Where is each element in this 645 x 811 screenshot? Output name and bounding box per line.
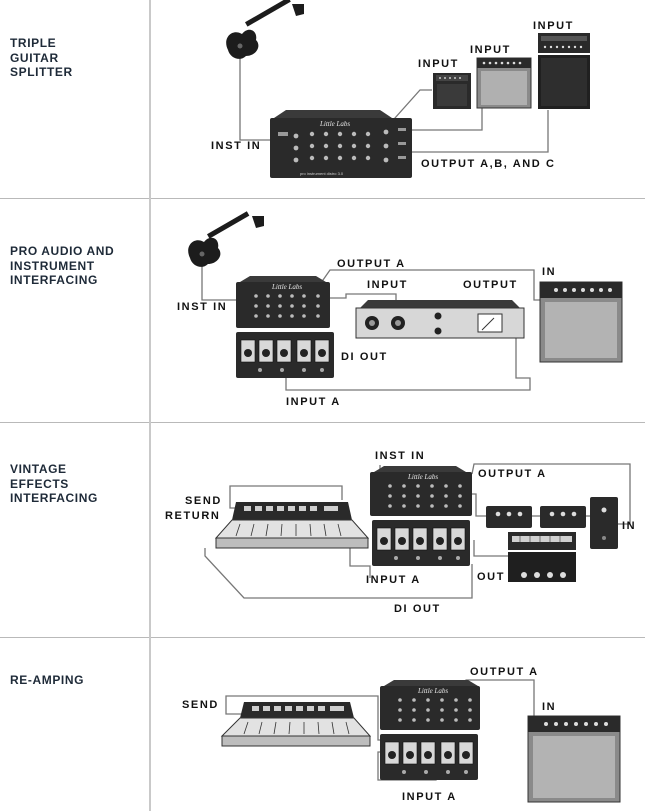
model-label: pro instrument distro 3.0 bbox=[300, 171, 344, 176]
stack-amp-icon bbox=[538, 33, 590, 109]
column-divider bbox=[149, 0, 151, 811]
effect-pedal-icon-3 bbox=[590, 497, 618, 549]
vintage-effect-unit-icon bbox=[508, 532, 576, 582]
effect-pedal-icon-2 bbox=[540, 506, 586, 528]
label-input-preamp: INPUT bbox=[367, 279, 408, 291]
combo-amp-icon bbox=[527, 715, 621, 803]
small-amp-icon bbox=[433, 73, 471, 109]
section-row-3 bbox=[0, 423, 645, 638]
label-input-a-2: INPUT A bbox=[286, 396, 341, 408]
mixing-console-icon bbox=[220, 702, 372, 747]
diagram-pro-audio: Little Labs bbox=[188, 211, 623, 391]
brand-label: Little Labs bbox=[417, 687, 448, 695]
label-di-out-2: DI OUT bbox=[341, 351, 388, 363]
label-inst-in-3: INST IN bbox=[375, 450, 426, 462]
effect-pedal-icon-1 bbox=[486, 506, 532, 528]
mixing-console-icon bbox=[214, 502, 370, 549]
section-row-2 bbox=[0, 199, 645, 423]
di-box-3 bbox=[372, 520, 470, 566]
distro-box-3: Little Labs bbox=[370, 466, 472, 516]
label-input-small-amp: INPUT bbox=[418, 58, 459, 70]
distro-box-2: Little Labs bbox=[236, 276, 330, 328]
label-return-3: RETURN bbox=[165, 510, 221, 522]
label-input-a-3: INPUT A bbox=[366, 574, 421, 586]
label-in-amp-4: IN bbox=[542, 701, 557, 713]
electric-guitar-icon bbox=[188, 211, 264, 267]
label-inst-in-1: INST IN bbox=[211, 140, 262, 152]
combo-amp-icon bbox=[476, 57, 532, 109]
brand-label: Little Labs bbox=[319, 120, 350, 128]
di-box-4 bbox=[380, 734, 478, 780]
label-input-combo-amp: INPUT bbox=[470, 44, 511, 56]
label-send-4: SEND bbox=[182, 699, 219, 711]
label-output-a-4: OUTPUT A bbox=[470, 666, 539, 678]
brand-label: Little Labs bbox=[407, 473, 438, 481]
label-di-out-3: DI OUT bbox=[394, 603, 441, 615]
distro-box-4: Little Labs bbox=[380, 680, 480, 730]
section-row-1 bbox=[0, 0, 645, 199]
label-inst-in-2: INST IN bbox=[177, 301, 228, 313]
combo-amp-icon bbox=[539, 281, 623, 363]
label-output-a-3: OUTPUT A bbox=[478, 468, 547, 480]
label-out-3: OUT bbox=[477, 571, 506, 583]
label-input-stack-amp: INPUT bbox=[533, 20, 574, 32]
diagram-triple-guitar-splitter: Little Labs pro instrument distro 3.0 bbox=[226, 0, 590, 178]
label-in-amp-2: IN bbox=[542, 266, 557, 278]
label-outputs-abc: OUTPUT A,B, AND C bbox=[421, 158, 556, 170]
label-in-pedal-3: IN bbox=[622, 520, 637, 532]
label-input-a-4: INPUT A bbox=[402, 791, 457, 803]
label-output-a-2: OUTPUT A bbox=[337, 258, 406, 270]
brand-label: Little Labs bbox=[271, 283, 302, 291]
section-title-triple-guitar-splitter: TRIPLE GUITAR SPLITTER bbox=[10, 36, 73, 79]
section-title-re-amping: RE-AMPING bbox=[10, 673, 85, 687]
electric-guitar-icon bbox=[226, 0, 304, 59]
rack-preamp-icon bbox=[355, 300, 525, 339]
section-title-pro-audio: PRO AUDIO AND INSTRUMENT INTERFACING bbox=[10, 244, 115, 287]
diagram-vintage-effects: Little Labs bbox=[204, 463, 631, 599]
section-title-vintage-effects: VINTAGE EFFECTS INTERFACING bbox=[10, 462, 98, 505]
di-box-2 bbox=[236, 332, 334, 378]
label-output-preamp: OUTPUT bbox=[463, 279, 518, 291]
label-send-3: SEND bbox=[185, 495, 222, 507]
distro-box-1: Little Labs pro instrument distro 3.0 bbox=[270, 110, 412, 178]
